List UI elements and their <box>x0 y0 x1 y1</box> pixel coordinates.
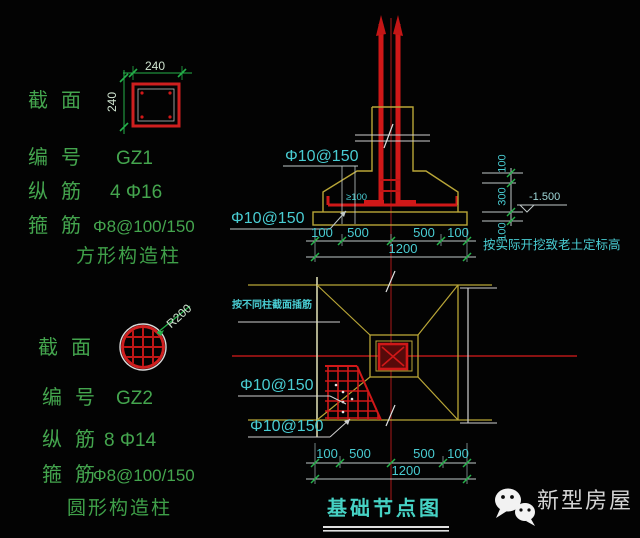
elevation-dim-right-300: 300 <box>496 187 509 206</box>
elevation-mark: -1.500 <box>529 191 561 203</box>
plan-rebar-label-top: Φ10@150 <box>240 377 314 394</box>
plan-dim-500-left: 500 <box>349 446 371 461</box>
wechat-icon <box>495 488 535 526</box>
gz2-number-value: GZ2 <box>116 388 153 409</box>
plan-dim-500-right: 500 <box>413 446 435 461</box>
gz1-dim-top: 240 <box>144 59 166 73</box>
plan-rebar-label-bottom: Φ10@150 <box>250 418 324 435</box>
gz1-longitudinal-value: 4 Φ16 <box>110 182 163 203</box>
elevation-dim-total: 1200 <box>388 241 418 256</box>
gz1-longitudinal-label: 纵筋 <box>28 181 94 203</box>
gz2-stirrup-label: 箍筋 <box>42 464 108 486</box>
gz2-longitudinal-value: 8 Φ14 <box>104 430 157 451</box>
gz1-section-label: 截面 <box>28 90 94 112</box>
gz1-section-graphic <box>119 66 192 134</box>
gz1-stirrup-value: Φ8@100/150 <box>93 217 195 236</box>
gz2-stirrup-value: Φ8@100/150 <box>93 466 195 485</box>
elevation-view <box>230 15 567 502</box>
plan-note: 按不同柱截面插筋 <box>232 300 312 311</box>
elevation-rebar-label-bottom: Φ10@150 <box>231 210 305 227</box>
gz1-dim-left: 240 <box>105 91 119 113</box>
elevation-min-embed: ≥100 <box>346 192 368 203</box>
elevation-dim-500-left: 500 <box>347 225 369 240</box>
title-underline <box>323 526 449 532</box>
elevation-rebar-label-top: Φ10@150 <box>285 148 359 165</box>
gz1-stirrup-label: 箍筋 <box>28 215 94 237</box>
drawing-title: 基础节点图 <box>327 498 442 520</box>
plan-dim-total: 1200 <box>391 463 421 478</box>
plan-view <box>232 270 577 484</box>
gz1-number-value: GZ1 <box>116 148 153 169</box>
gz2-number-label: 编号 <box>42 387 108 409</box>
elevation-note: 按实际开挖致老土定标高 <box>483 238 621 252</box>
gz2-section-label: 截面 <box>38 337 104 359</box>
gz2-section-graphic <box>119 305 191 371</box>
gz1-number-label: 编号 <box>28 147 94 169</box>
gz2-longitudinal-label: 纵筋 <box>42 429 108 451</box>
watermark-name: 新型房屋 <box>537 488 634 513</box>
gz1-caption: 方形构造柱 <box>76 246 182 267</box>
gz2-caption: 圆形构造柱 <box>67 498 173 519</box>
plan-dim-100-left: 100 <box>316 446 338 461</box>
plan-dim-100-right: 100 <box>447 446 469 461</box>
elevation-dim-500-right: 500 <box>413 225 435 240</box>
elevation-dim-100-left: 100 <box>311 225 333 240</box>
elevation-dim-100-right: 100 <box>447 225 469 240</box>
